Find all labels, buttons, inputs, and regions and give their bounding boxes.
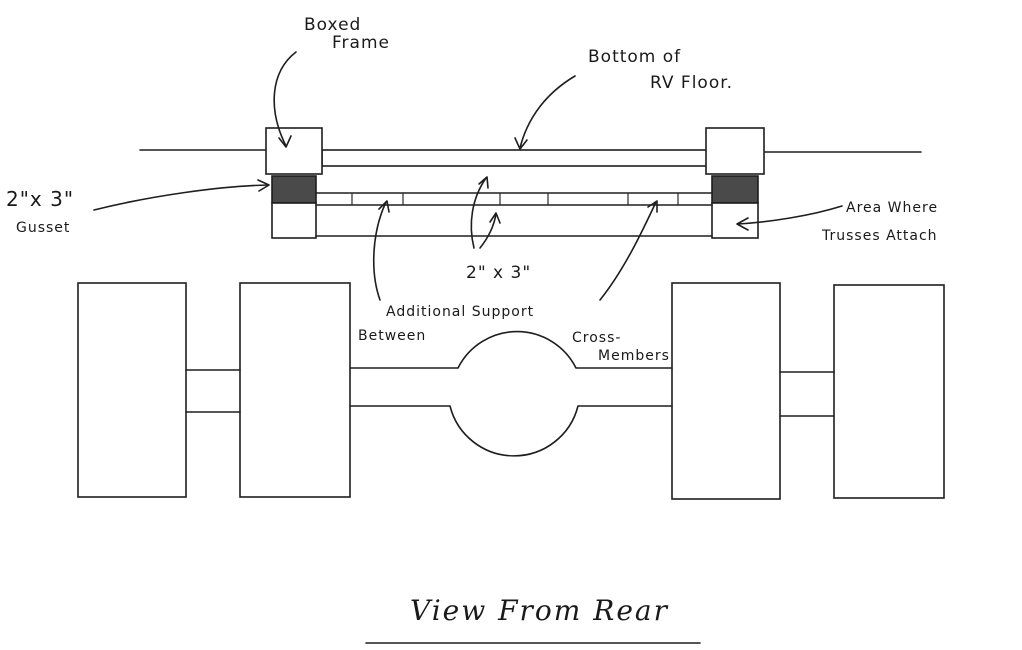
rv-floor-slab	[321, 149, 708, 167]
axle-right-stub	[779, 371, 835, 417]
label-gusset-1: 2"x 3"	[6, 187, 74, 211]
arrow-support-right	[599, 200, 658, 301]
label-boxed-frame-2: Frame	[332, 33, 390, 53]
frame-lower-right	[711, 202, 759, 239]
frame-lower-left	[271, 202, 317, 239]
arrow-gusset	[93, 179, 270, 211]
label-rv-floor-1: Bottom of	[588, 47, 681, 67]
arrow-dim-down	[479, 212, 501, 249]
gusset-right	[711, 175, 759, 204]
boxed-frame-right	[705, 127, 765, 175]
label-support-1: Additional Support	[386, 304, 534, 320]
label-boxed-frame-1: Boxed	[304, 15, 361, 35]
axle-left-stub	[185, 369, 241, 413]
label-center-dimension: 2" x 3"	[466, 263, 531, 283]
label-support-4: Members	[598, 348, 670, 364]
label-support-2: Between	[358, 328, 426, 344]
wheel-outer-left	[77, 282, 187, 498]
boxed-frame-left	[265, 127, 323, 175]
wheel-inner-left	[239, 282, 351, 498]
cross-member-ticks	[351, 192, 679, 206]
axle-with-differential	[349, 330, 673, 457]
label-rv-floor-2: RV Floor.	[650, 73, 733, 93]
arrow-dim-up	[470, 176, 489, 249]
label-trusses-2: Trusses Attach	[821, 228, 938, 244]
arrow-trusses	[736, 205, 843, 231]
arrow-rv-floor	[514, 75, 576, 150]
label-support-3: Cross-	[572, 330, 621, 346]
wheel-inner-right	[671, 282, 781, 500]
label-gusset-2: Gusset	[16, 220, 70, 236]
arrow-support-left	[373, 200, 390, 301]
label-trusses-1: Area Where	[846, 200, 938, 216]
wheel-outer-right	[833, 284, 945, 499]
view-title: View From Rear	[410, 594, 669, 627]
gusset-left	[271, 175, 317, 204]
arrow-boxed-frame	[273, 51, 297, 148]
